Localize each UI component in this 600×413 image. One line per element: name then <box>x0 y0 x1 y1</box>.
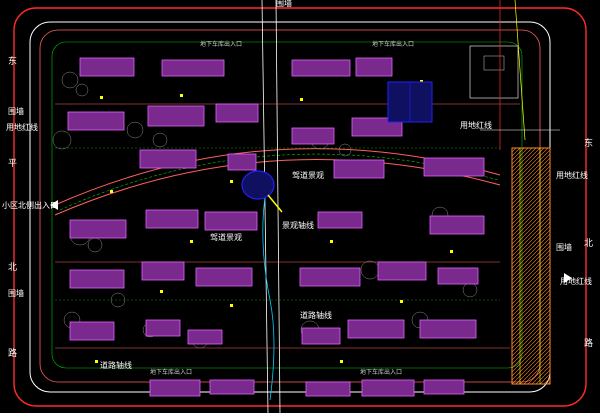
central-axis-a <box>261 0 269 413</box>
central-fountain <box>241 170 275 200</box>
central-drive-label: 驾道景观 <box>292 170 324 180</box>
utility-line-1 <box>514 0 526 141</box>
west-road-char-3: 北 <box>8 262 17 273</box>
west-wall-label: 围墙 <box>8 106 24 116</box>
central-arc-green <box>59 153 499 211</box>
central-landscape-label-2: 道路轴线 <box>300 310 332 320</box>
central-drive-label-2: 驾道景观 <box>210 232 242 242</box>
west-wall-label-2: 围墙 <box>8 288 24 298</box>
ring-road-inner <box>51 41 523 369</box>
east-road-char-3: 路 <box>584 337 593 349</box>
ne-facility <box>469 45 519 99</box>
west-road-char-2: 平 <box>8 158 17 169</box>
east-commercial-strip <box>511 147 551 385</box>
west-road-char-1: 东 <box>8 55 17 67</box>
parking-entry-label-3: 地下车库出入口 <box>150 368 192 376</box>
east-road-char-1: 东 <box>584 137 593 149</box>
parking-entry-label-4: 地下车库出入口 <box>360 368 402 376</box>
west-greenline-label: 用地红线 <box>6 122 38 132</box>
east-label: 围墙 <box>556 242 572 252</box>
site-redline-outer <box>13 7 587 407</box>
bottom-landscape-label: 道路轴线 <box>100 360 132 370</box>
fountain-path <box>267 194 283 213</box>
east-entrance-arrow <box>564 273 572 283</box>
east-greenline-label-2: 用地红线 <box>560 276 592 286</box>
east-greenline-label: 用地红线 <box>556 170 588 180</box>
central-landscape-label: 景观轴线 <box>282 220 314 230</box>
east-road-char-2: 北 <box>584 238 593 249</box>
top-road-label: 围墙 <box>276 0 292 8</box>
west-entrance-arrow <box>50 200 58 210</box>
north-redline-label: 用地红线 <box>460 120 492 130</box>
parking-entry-label-1: 地下车库出入口 <box>372 40 414 48</box>
central-water <box>262 189 275 401</box>
residential-buildings <box>67 57 485 397</box>
west-road-char-4: 路 <box>8 347 17 359</box>
parking-entry-label-2: 地下车库出入口 <box>200 40 242 48</box>
west-entrance-label: 小区北侧出入口 <box>2 200 58 210</box>
